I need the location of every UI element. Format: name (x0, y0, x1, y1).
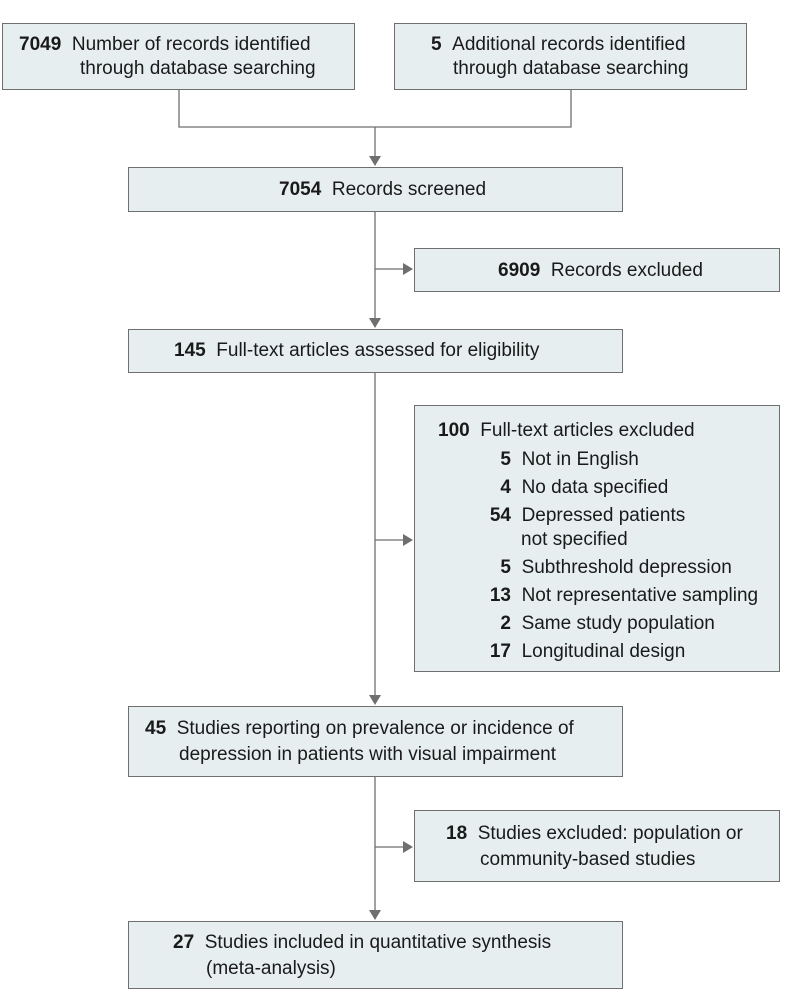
studies-excluded-label-line1: Studies excluded: population or (477, 823, 743, 844)
records-excluded-box: 6909 Records excluded (414, 248, 780, 292)
exclusion-reason-count: 54 (489, 505, 511, 526)
exclusion-reason-count: 5 (500, 557, 511, 578)
identified-database-box: 7049 Number of records identified throug… (2, 23, 355, 90)
additional-records-box: 5 Additional records identified through … (394, 23, 747, 90)
merge-connector (178, 90, 572, 128)
exclusion-reason: 54 Depressed patients (475, 504, 685, 528)
records-screened-count: 7054 (279, 179, 322, 200)
studies-included-label-line2: (meta-analysis) (206, 958, 336, 979)
exclusion-reason: 17 Longitudinal design (475, 640, 685, 664)
records-excluded-count: 6909 (498, 260, 541, 281)
exclusion-reason: 5 Not in English (475, 448, 639, 472)
fulltext-excluded-label: Full-text articles excluded (480, 420, 695, 441)
records-screened-label: Records screened (331, 179, 487, 200)
identified-database-label-line2: through database searching (80, 58, 316, 79)
exclusion-reason-label: Depressed patients (521, 505, 686, 526)
exclusion-reason-count: 13 (489, 585, 511, 606)
studies-included-box: 27 Studies included in quantitative synt… (128, 921, 623, 989)
arrow-head-fulltext (369, 318, 381, 328)
exclusion-reason: 2 Same study population (475, 612, 715, 636)
arrow-head-screened (369, 156, 381, 166)
exclusion-reason-label-line2: not specified (521, 529, 628, 550)
exclusion-reason-label: Longitudinal design (521, 641, 686, 662)
studies-excluded-label-line2: community-based studies (480, 849, 696, 870)
records-screened-box: 7054 Records screened (128, 167, 623, 212)
records-excluded-label: Records excluded (550, 260, 703, 281)
additional-records-label-line2: through database searching (453, 58, 689, 79)
arrow-head-studies-included (369, 910, 381, 920)
exclusion-reason-count: 2 (500, 613, 511, 634)
exclusion-reason-label: No data specified (521, 477, 669, 498)
fulltext-assessed-count: 145 (174, 340, 206, 361)
studies-excluded-count: 18 (446, 823, 468, 844)
fulltext-excluded-box: 100 Full-text articles excluded 5 Not in… (414, 405, 780, 672)
studies-included-label-line1: Studies included in quantitative synthes… (204, 932, 552, 953)
studies-reporting-label-line2: depression in patients with visual impai… (179, 744, 557, 765)
fulltext-excluded-count: 100 (438, 420, 470, 441)
exclusion-reason: 5 Subthreshold depression (475, 556, 732, 580)
arrow-head-studies-excluded (403, 841, 413, 853)
fulltext-assessed-label: Full-text articles assessed for eligibil… (216, 340, 540, 361)
additional-records-count: 5 (431, 34, 442, 55)
fulltext-assessed-box: 145 Full-text articles assessed for elig… (128, 329, 623, 373)
studies-included-count: 27 (173, 932, 195, 953)
exclusion-reason: 13 Not representative sampling (475, 584, 758, 608)
exclusion-reason-label: Not in English (521, 449, 639, 470)
studies-excluded-box: 18 Studies excluded: population or commu… (414, 810, 780, 882)
arrow-head-fulltext-excluded (403, 534, 413, 546)
exclusion-reason-label: Same study population (521, 613, 715, 634)
studies-reporting-label-line1: Studies reporting on prevalence or incid… (176, 718, 574, 739)
additional-records-label-line1: Additional records identified (452, 34, 686, 55)
identified-database-label-line1: Number of records identified (71, 34, 311, 55)
arrow-head-studies-reporting (369, 695, 381, 705)
exclusion-reason-count: 17 (489, 641, 511, 662)
exclusion-reason-label: Subthreshold depression (521, 557, 732, 578)
exclusion-reason-label: Not representative sampling (521, 585, 759, 606)
exclusion-reason: 4 No data specified (475, 476, 668, 500)
studies-reporting-count: 45 (145, 718, 167, 739)
identified-database-count: 7049 (19, 34, 62, 55)
studies-reporting-box: 45 Studies reporting on prevalence or in… (128, 706, 623, 777)
exclusion-reason-count: 5 (500, 449, 511, 470)
exclusion-reason-count: 4 (500, 477, 511, 498)
arrow-head-records-excluded (403, 263, 413, 275)
